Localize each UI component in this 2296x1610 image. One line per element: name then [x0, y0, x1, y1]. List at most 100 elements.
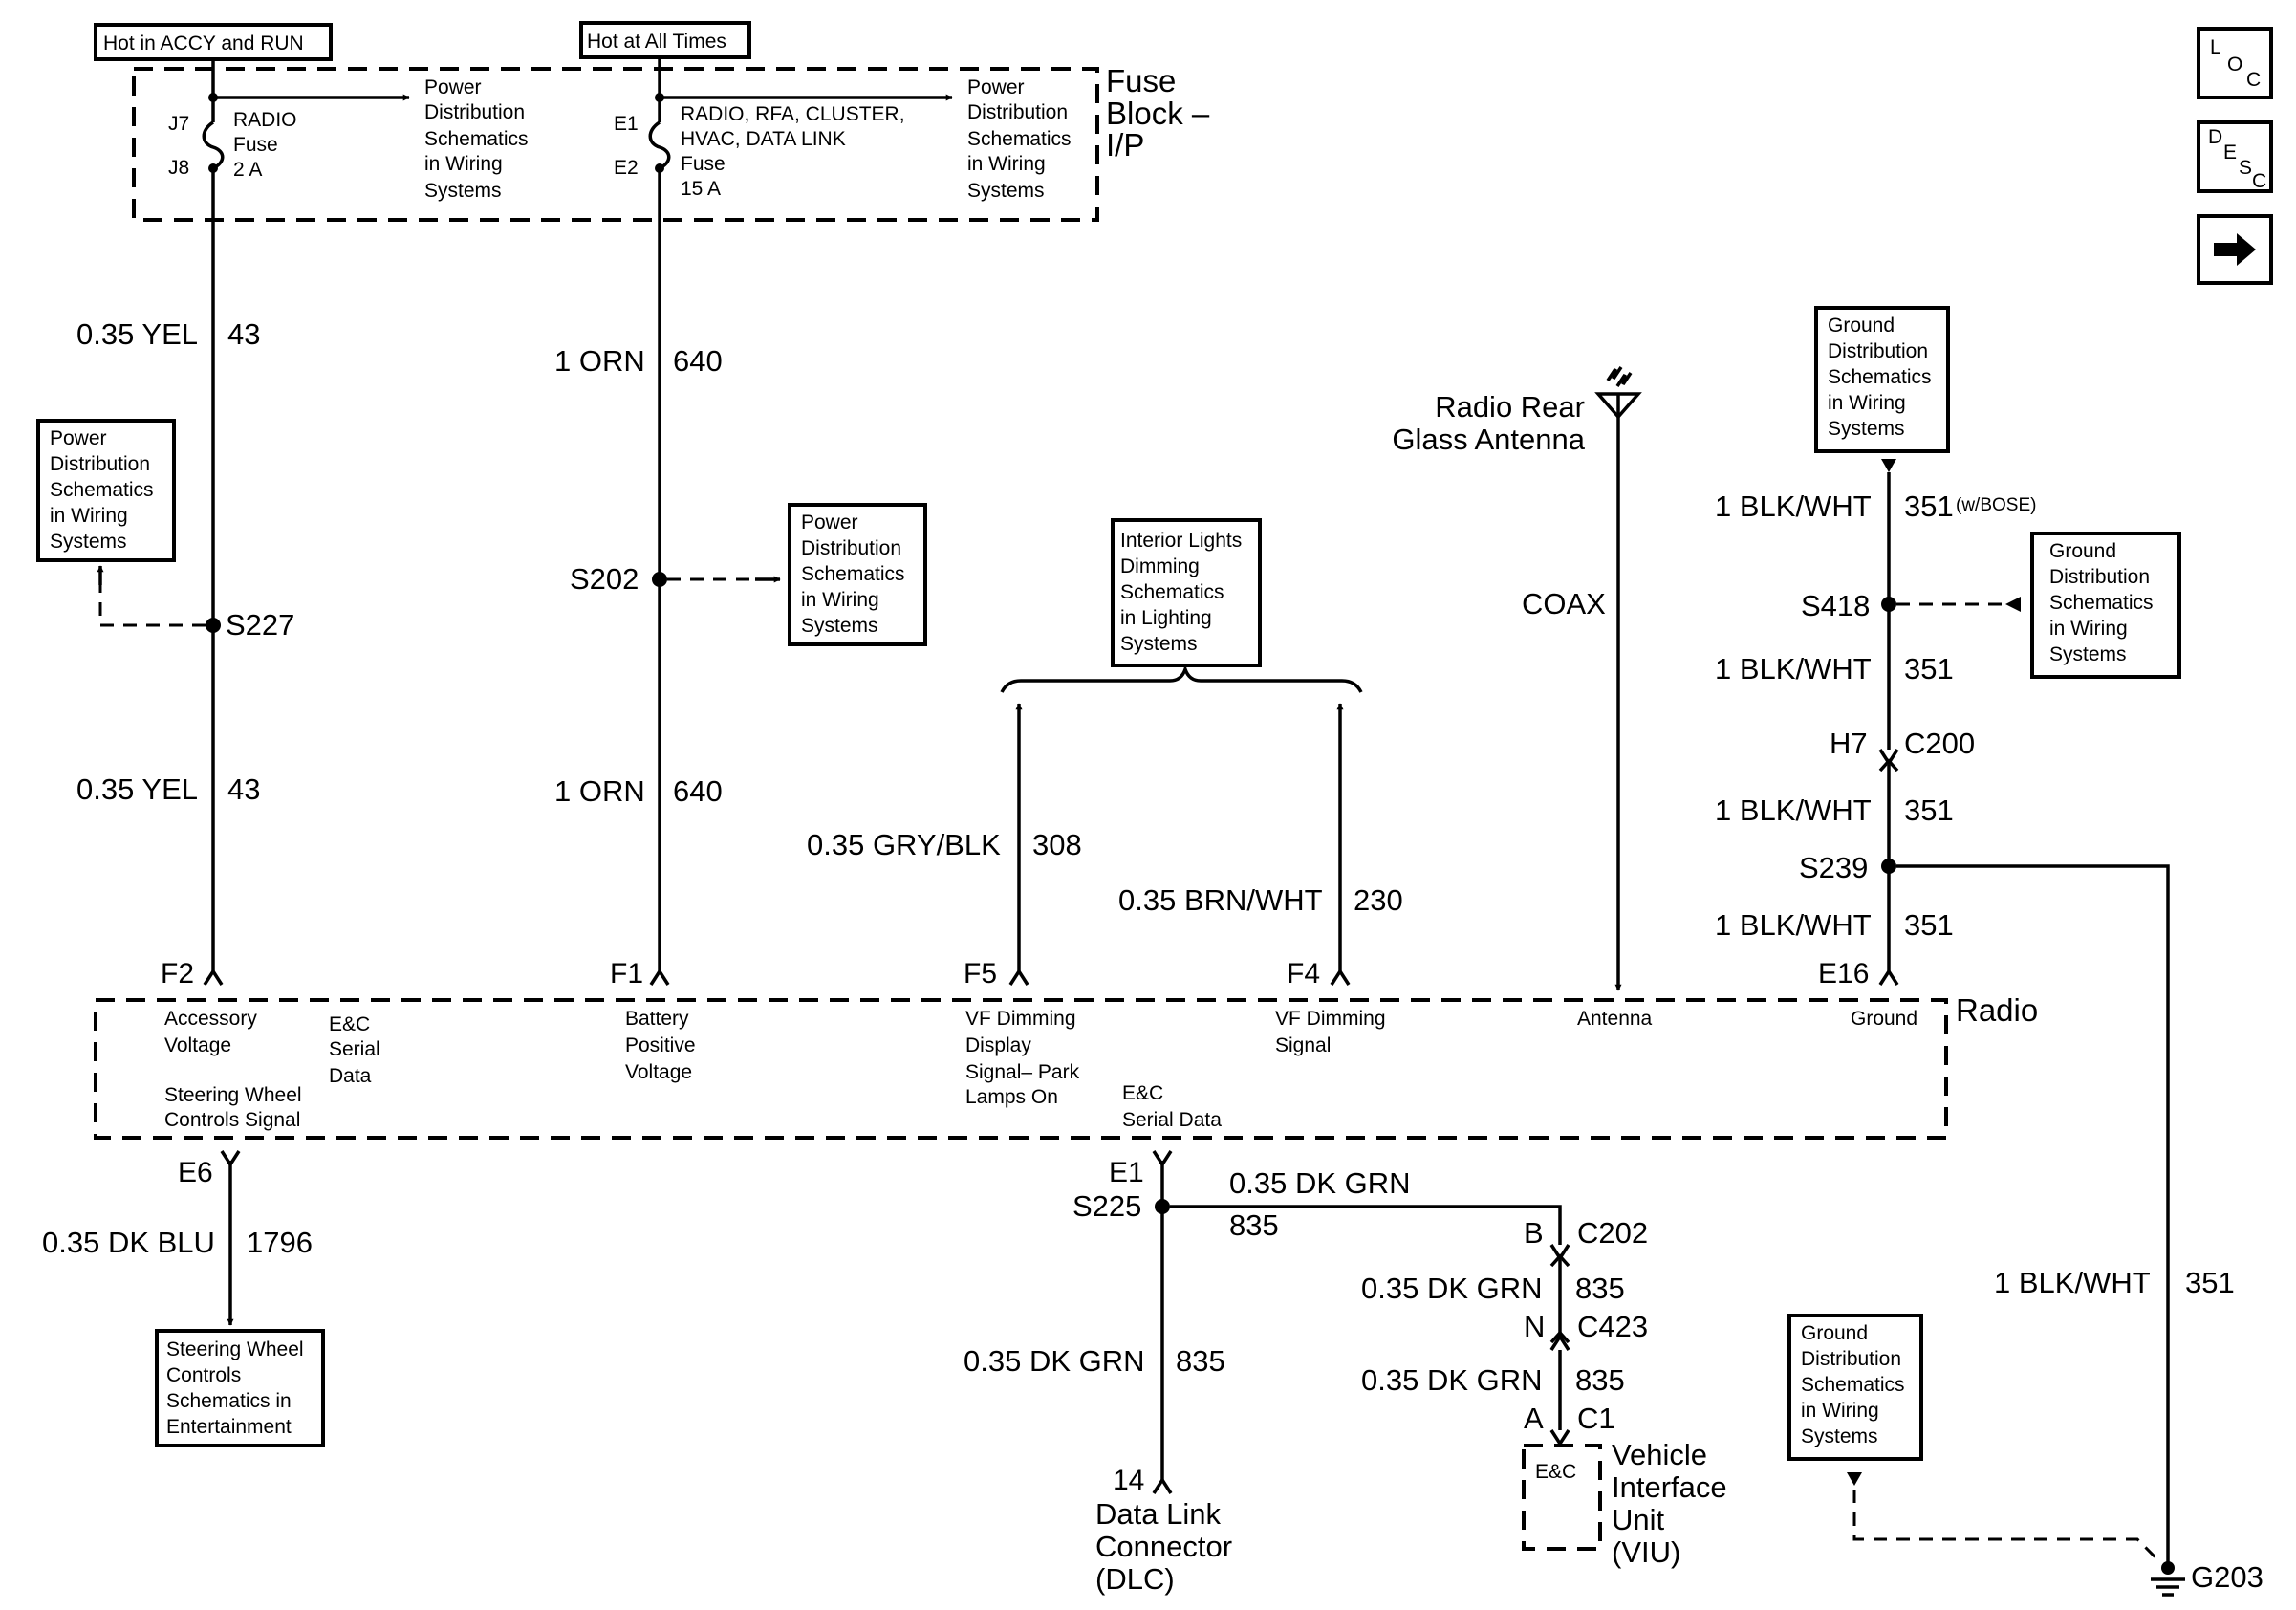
ref-ground-bottom-5: Systems — [1801, 1425, 1878, 1447]
ref-ground-top-1: Ground — [1828, 315, 1895, 337]
antenna-line-1: Radio Rear — [1435, 390, 1585, 424]
ref-power-s202-5: Systems — [801, 615, 878, 637]
ref-ground-top-5: Systems — [1828, 418, 1905, 440]
fuse-block-name-1: Fuse — [1106, 63, 1176, 98]
wire-blk-4-color: 1 BLK/WHT — [1715, 908, 1872, 942]
splice-s418: S418 — [1801, 589, 2021, 622]
wire-grn-835: E1 0.35 DK GRN 835 0.35 DK GRN 835 B C20… — [964, 1150, 1648, 1494]
ref-interior-lights: Interior Lights Dimming Schematics in Li… — [1111, 518, 1262, 667]
splice-s202-label: S202 — [570, 562, 639, 596]
ref-ground-bottom-1: Ground — [1801, 1322, 1868, 1344]
splice-s418-label: S418 — [1801, 589, 1870, 622]
conn-c200-label: C200 — [1904, 727, 1975, 760]
ref-ground-bottom-3: Schematics — [1801, 1374, 1905, 1396]
wire-blk-g203-circuit: 351 — [2185, 1266, 2235, 1299]
antenna-icon — [1594, 366, 1642, 991]
fuse-power-ref-b-2: Distribution — [967, 101, 1068, 123]
wire-brn-circuit: 230 — [1354, 883, 1403, 917]
splice-s225-label: S225 — [1072, 1189, 1141, 1223]
loc-button[interactable]: L O C — [2197, 27, 2273, 99]
ref-power-s202-4: in Wiring — [801, 589, 879, 611]
next-page-button[interactable] — [2197, 214, 2273, 285]
ref-power-left-5: Systems — [50, 531, 127, 553]
ref-power-s202: Power Distribution Schematics in Wiring … — [788, 503, 927, 646]
antenna-line-2: Glass Antenna — [1392, 423, 1585, 456]
radio-fuse-line-2: Fuse — [233, 134, 278, 156]
radio-vf-display-3: Signal– Park — [965, 1061, 1080, 1083]
loc-letter-1: L — [2210, 36, 2221, 58]
ref-interior-lights-1: Interior Lights — [1120, 530, 1242, 552]
radio-steering-2: Controls Signal — [164, 1109, 300, 1131]
radio-battery-2: Positive — [625, 1034, 696, 1056]
ground-g203-icon — [2151, 1561, 2185, 1597]
supply-all-times-box: Hot at All Times — [579, 21, 751, 59]
wire-coax-label: COAX — [1522, 587, 1606, 620]
wire-yel-b-circuit: 43 — [227, 772, 260, 806]
splice-s227: S227 — [97, 565, 294, 642]
wire-blk-2-color: 1 BLK/WHT — [1715, 652, 1872, 685]
conn-c423-label: C423 — [1577, 1310, 1648, 1343]
radio-name: Radio — [1956, 992, 2038, 1028]
radio-battery-1: Battery — [625, 1008, 689, 1030]
ref-ground-s418-1: Ground — [2049, 540, 2116, 562]
ref-power-s202-2: Distribution — [801, 537, 901, 559]
radio-pin-e16: E16 — [1818, 958, 1869, 990]
wire-grn-top-circuit: 835 — [1229, 1208, 1279, 1242]
wire-blu-circuit: 1796 — [247, 1226, 313, 1259]
main-fuse: E1 E2 RADIO, RFA, CLUSTER, HVAC, DATA LI… — [614, 76, 1072, 202]
ref-ground-bottom: Ground Distribution Schematics in Wiring… — [1787, 1314, 1923, 1461]
fuse-power-ref-b-4: in Wiring — [967, 153, 1046, 175]
fuse-power-ref-a-4: in Wiring — [424, 153, 503, 175]
wire-blk-1-circuit: 351 — [1904, 490, 1954, 523]
interior-lights-brace — [1000, 664, 1363, 693]
radio-battery-3: Voltage — [625, 1061, 692, 1083]
wire-gry-circuit: 308 — [1032, 828, 1082, 861]
ref-ground-s418-2: Distribution — [2049, 566, 2150, 588]
ref-ground-s418-5: Systems — [2049, 643, 2127, 665]
ref-steering-2: Controls — [166, 1364, 241, 1386]
splice-s202: S202 — [570, 562, 781, 596]
wire-yel-a-color: 0.35 YEL — [76, 317, 198, 351]
radio-accessory-2: Voltage — [164, 1034, 231, 1056]
ref-ground-top: Ground Distribution Schematics in Wiring… — [1814, 306, 1950, 453]
ref-power-left-3: Schematics — [50, 479, 154, 501]
conn-h7-label: H7 — [1830, 727, 1868, 760]
supply-all-times-label: Hot at All Times — [587, 31, 726, 53]
ref-ground-s418-4: in Wiring — [2049, 618, 2128, 640]
main-fuse-pin-top: E1 — [614, 113, 639, 135]
ref-power-left-4: in Wiring — [50, 505, 128, 527]
dlc-line-1: Data Link — [1095, 1497, 1221, 1531]
ref-interior-lights-3: Schematics — [1120, 581, 1224, 603]
ref-steering: Steering Wheel Controls Schematics in En… — [155, 1329, 325, 1447]
ref-interior-lights-5: Systems — [1120, 633, 1198, 655]
radio-ground-pin: Ground — [1851, 1008, 1917, 1030]
wire-orn-b-color: 1 ORN — [554, 774, 645, 808]
ref-ground-top-2: Distribution — [1828, 340, 1928, 362]
wire-blk-1-note: (w/BOSE) — [1956, 495, 2036, 515]
ref-ground-top-4: in Wiring — [1828, 392, 1906, 414]
viu-tag: E&C — [1535, 1461, 1576, 1483]
wire-blk-2-circuit: 351 — [1904, 652, 1954, 685]
radio-ec-mid-1: E&C — [1122, 1082, 1163, 1104]
main-fuse-line-4: 15 A — [681, 178, 721, 200]
ref-steering-4: Entertainment — [166, 1416, 292, 1438]
radio-fuse-line-1: RADIO — [233, 109, 297, 131]
ref-ground-bottom-2: Distribution — [1801, 1348, 1901, 1370]
radio-antenna-pin: Antenna — [1577, 1008, 1653, 1030]
wire-yel-a-circuit: 43 — [227, 317, 260, 351]
radio-vf-display-4: Lamps On — [965, 1086, 1058, 1108]
desc-letter-2: E — [2223, 141, 2237, 163]
ref-steering-1: Steering Wheel — [166, 1338, 304, 1360]
radio-ec-left-2: Serial — [329, 1038, 380, 1060]
radio-ec-left-1: E&C — [329, 1013, 370, 1035]
wire-gry-color: 0.35 GRY/BLK — [807, 828, 1001, 861]
radio-steering-1: Steering Wheel — [164, 1084, 302, 1106]
wire-grn-c202-circuit: 835 — [1575, 1272, 1625, 1305]
ref-power-left: Power Distribution Schematics in Wiring … — [36, 419, 176, 562]
desc-letter-4: C — [2252, 170, 2266, 192]
wire-grn-dlc-color: 0.35 DK GRN — [964, 1344, 1145, 1378]
main-fuse-line-3: Fuse — [681, 153, 726, 175]
desc-button[interactable]: D E S C — [2197, 120, 2273, 193]
dlc-line-2: Connector — [1095, 1530, 1232, 1563]
supply-accy-run-box: Hot in ACCY and RUN — [94, 23, 333, 61]
